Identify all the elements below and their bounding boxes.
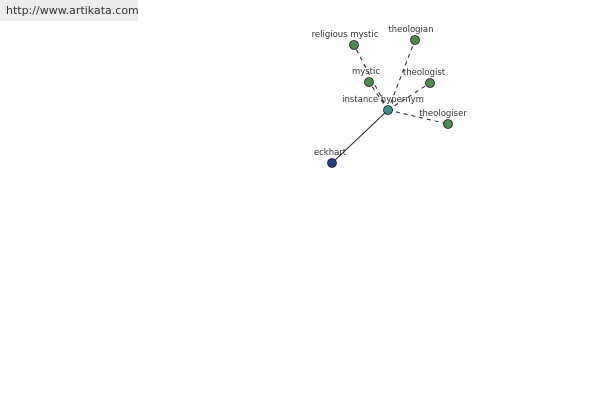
site-url-bar[interactable]: http://www.artikata.com — [0, 0, 139, 21]
graph-edges — [331, 39, 449, 164]
node-label[interactable]: religious mystic — [312, 30, 379, 40]
node-marker[interactable] — [349, 40, 359, 50]
edge-theologist — [387, 82, 431, 111]
graph-node-center[interactable]: instance hypernym — [342, 95, 424, 115]
node-marker[interactable] — [443, 119, 453, 129]
node-label[interactable]: mystic — [352, 67, 380, 77]
edge-mystic — [368, 81, 389, 111]
graph-node-eckhart[interactable]: eckhart — [314, 148, 347, 168]
node-marker[interactable] — [364, 77, 374, 87]
node-marker[interactable] — [327, 158, 337, 168]
edge-eckhart — [331, 109, 389, 164]
graph-node-religious-mystic[interactable]: religious mystic — [312, 30, 379, 50]
node-label[interactable]: eckhart — [314, 148, 347, 158]
node-label[interactable]: theologian — [388, 25, 433, 35]
node-label[interactable]: theologist — [403, 68, 446, 78]
graph-node-mystic[interactable]: mystic — [352, 67, 380, 87]
node-marker[interactable] — [410, 35, 420, 45]
graph-node-theologiser[interactable]: theologiser — [419, 109, 467, 129]
graph-node-theologian[interactable]: theologian — [388, 25, 434, 45]
edge-theologiser — [387, 109, 449, 125]
node-marker[interactable] — [383, 105, 393, 115]
site-url-text[interactable]: http://www.artikata.com — [6, 4, 139, 17]
node-label[interactable]: theologiser — [419, 109, 467, 119]
graph-node-theologist[interactable]: theologist — [403, 68, 446, 88]
node-marker[interactable] — [425, 78, 435, 88]
node-label[interactable]: instance hypernym — [342, 95, 424, 105]
